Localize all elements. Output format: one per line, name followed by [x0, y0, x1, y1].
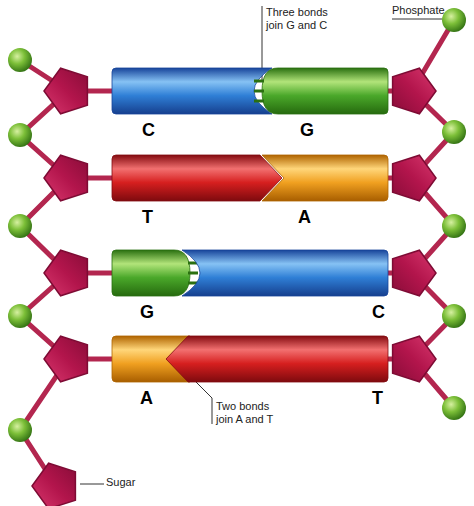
- callout-label: Two bonds join A and T: [216, 400, 286, 426]
- sugar-pentagon: [44, 336, 87, 382]
- sugar-base-link: [88, 357, 114, 362]
- sugar-pentagon: [393, 155, 436, 201]
- base-shape: [166, 336, 388, 382]
- sugar-pentagon: [44, 250, 87, 296]
- base-bar: [112, 250, 190, 296]
- base-node: T: [112, 155, 282, 231]
- base-node: G: [112, 250, 198, 326]
- sugar-pentagon: [44, 155, 87, 201]
- base-letter: G: [300, 120, 314, 140]
- callout-label: Phosphate: [392, 4, 462, 17]
- base-bar: [182, 250, 388, 296]
- base-node: T: [166, 336, 388, 412]
- base-letter: C: [372, 302, 385, 322]
- phosphate-circle: [8, 123, 32, 147]
- base-letter: C: [142, 120, 155, 140]
- bond-prong: [254, 100, 264, 103]
- base-shape: [112, 250, 198, 296]
- base-shape: [254, 68, 388, 114]
- base-letter: G: [140, 302, 154, 322]
- base-shape: [112, 68, 272, 114]
- base-letter: A: [298, 207, 311, 227]
- phosphate-circle: [8, 418, 32, 442]
- base-bar: [262, 155, 388, 201]
- bond-prong: [254, 80, 264, 83]
- sugar-pentagon: [393, 68, 436, 114]
- sugar-pentagon: [393, 250, 436, 296]
- phosphate-circle: [8, 48, 32, 72]
- base-bar: [112, 155, 282, 201]
- base-node: G: [254, 68, 388, 144]
- sugar-pentagon: [32, 463, 75, 506]
- base-shape: [262, 155, 388, 201]
- bond-prong: [188, 272, 198, 275]
- phosphate-circle: [442, 8, 466, 32]
- base-bar: [112, 68, 272, 114]
- phosphate-circle: [442, 214, 466, 238]
- phosphate-circle: [442, 120, 466, 144]
- phosphate-circle: [442, 304, 466, 328]
- base-letter: T: [372, 388, 383, 408]
- leader-line: [392, 19, 442, 20]
- sugar-base-link: [88, 271, 114, 276]
- base-node: A: [262, 155, 388, 231]
- base-shape: [182, 250, 388, 296]
- base-bar: [166, 336, 388, 382]
- phosphate-circle: [8, 214, 32, 238]
- phosphate-circle: [8, 304, 32, 328]
- base-shape: [112, 155, 282, 201]
- leader-lines: [80, 6, 442, 484]
- base-letter: T: [142, 207, 153, 227]
- sugar-pentagon: [44, 68, 87, 114]
- base-bar: [262, 68, 388, 114]
- base-node: C: [112, 68, 272, 144]
- phosphate-circle: [442, 396, 466, 420]
- callout-label: Three bonds join G and C: [266, 6, 342, 32]
- sugar-base-link: [88, 176, 114, 181]
- phosphates: [8, 8, 466, 442]
- sugar-pentagon: [393, 336, 436, 382]
- sugars: [32, 68, 436, 506]
- base-letter: A: [140, 388, 153, 408]
- leader-line: [80, 484, 104, 485]
- backbone-links: [20, 20, 454, 486]
- base-node: C: [182, 250, 388, 326]
- bond-prong: [254, 90, 264, 93]
- callout-label: Sugar: [106, 476, 166, 489]
- sugar-base-link: [88, 89, 114, 94]
